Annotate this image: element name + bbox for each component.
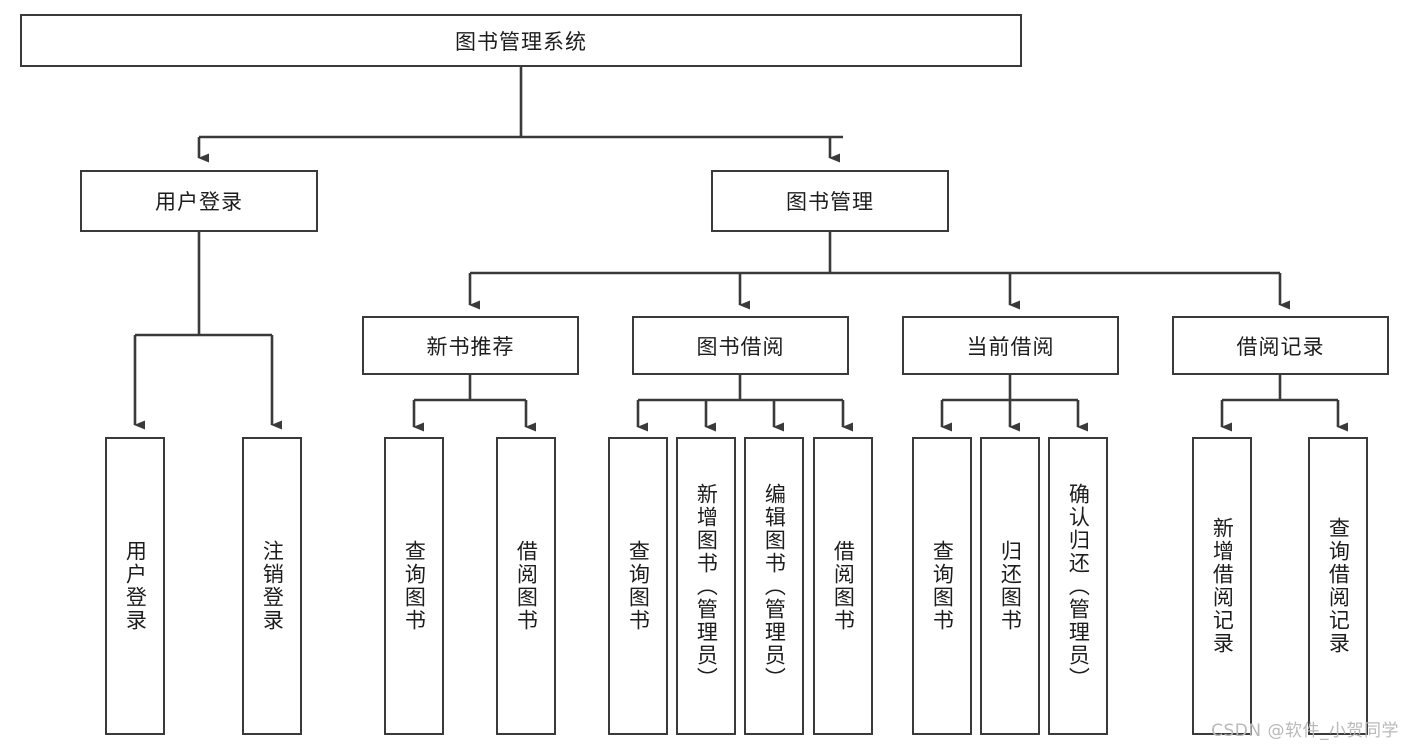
node-label: 确认归还（管理员） (1066, 482, 1091, 690)
leaf-logout[interactable]: 注销登录 (242, 437, 302, 735)
node-book-borrow[interactable]: 图书借阅 (632, 316, 849, 375)
node-label: 当前借阅 (966, 334, 1055, 359)
leaf-return-book[interactable]: 归还图书 (980, 437, 1040, 735)
node-label: 查询图书 (930, 540, 955, 632)
node-label: 新增借阅记录 (1210, 517, 1235, 655)
node-label: 查询图书 (626, 540, 651, 632)
leaf-edit-book-admin[interactable]: 编辑图书（管理员） (744, 437, 804, 735)
node-label: 新增图书（管理员） (694, 482, 719, 690)
leaf-borrow-book[interactable]: 借阅图书 (813, 437, 873, 735)
leaf-query-borrow-record[interactable]: 查询借阅记录 (1308, 437, 1368, 735)
node-label: 用户登录 (123, 540, 148, 632)
watermark: CSDN @软件_小贺同学 (1211, 721, 1399, 741)
leaf-add-book-admin[interactable]: 新增图书（管理员） (676, 437, 736, 735)
node-label: 查询借阅记录 (1326, 517, 1351, 655)
node-label: 注销登录 (260, 540, 285, 632)
leaf-user-login[interactable]: 用户登录 (105, 437, 165, 735)
node-label: 借阅图书 (514, 540, 539, 632)
node-label: 借阅记录 (1236, 334, 1325, 359)
node-borrow-record[interactable]: 借阅记录 (1172, 316, 1389, 375)
leaf-confirm-return-admin[interactable]: 确认归还（管理员） (1048, 437, 1108, 735)
node-label: 查询图书 (402, 540, 427, 632)
node-new-book-recommend[interactable]: 新书推荐 (362, 316, 579, 375)
node-root-system[interactable]: 图书管理系统 (20, 14, 1022, 67)
leaf-borrow-book-recommend[interactable]: 借阅图书 (496, 437, 556, 735)
node-label: 新书推荐 (426, 334, 515, 359)
node-label: 图书管理系统 (455, 29, 587, 54)
node-label: 借阅图书 (831, 540, 856, 632)
leaf-query-book-borrow[interactable]: 查询图书 (608, 437, 668, 735)
node-label: 图书借阅 (696, 334, 785, 359)
node-label: 编辑图书（管理员） (762, 482, 787, 690)
node-label: 图书管理 (786, 190, 874, 214)
node-current-borrow[interactable]: 当前借阅 (902, 316, 1119, 375)
leaf-add-borrow-record[interactable]: 新增借阅记录 (1192, 437, 1252, 735)
node-book-management[interactable]: 图书管理 (711, 170, 949, 232)
node-label: 归还图书 (998, 540, 1023, 632)
node-label: 用户登录 (155, 190, 243, 214)
leaf-query-book-current[interactable]: 查询图书 (912, 437, 972, 735)
leaf-query-book-recommend[interactable]: 查询图书 (384, 437, 444, 735)
node-user-login[interactable]: 用户登录 (80, 170, 318, 232)
